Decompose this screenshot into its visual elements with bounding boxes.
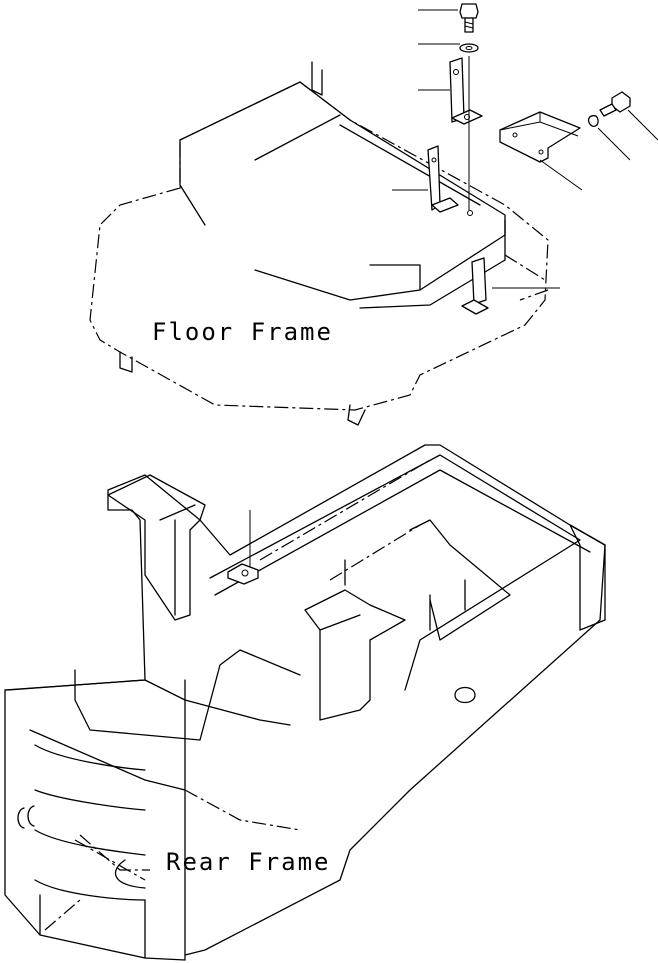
rear-frame-outer [4, 444, 606, 961]
rear-hidden-lines [44, 459, 431, 931]
rear-center-pillar [304, 589, 406, 721]
hardware-parts [449, 3, 631, 210]
floor-right-corner [504, 254, 549, 301]
floor-frame-label: Floor Frame [152, 318, 333, 346]
rear-left-column [107, 474, 206, 621]
rear-frame-assembly [4, 444, 606, 961]
rear-lower-lug [454, 686, 476, 704]
floor-bottom-lug-right [347, 404, 366, 426]
long-bracket-icon [449, 57, 465, 123]
leader-lines [249, 9, 658, 568]
floor-frame-assembly [89, 61, 549, 426]
floor-bottom-lug-left [119, 351, 133, 373]
mount-hole [467, 210, 473, 216]
rear-frame-top-rim [209, 454, 591, 691]
floor-bracket-left [427, 145, 441, 211]
rear-right-end [569, 524, 606, 631]
floor-top-tab [311, 61, 323, 96]
bolt-icon [459, 3, 479, 33]
bolt-2-icon [599, 91, 631, 117]
washer-icon [459, 43, 479, 53]
bracket-hole [431, 157, 437, 163]
rear-clamp-bracket-icon [227, 563, 259, 585]
rear-front-face [4, 679, 186, 956]
floor-box-side [179, 139, 506, 309]
floor-bracket-right-foot [461, 299, 489, 315]
rear-ce-marking [17, 805, 35, 829]
rear-frame-label: Rear Frame [166, 848, 331, 876]
rear-front-ribs [34, 744, 146, 901]
floor-bracket-right [471, 257, 487, 305]
floor-box-inner [254, 114, 481, 291]
rear-inner-wall [74, 519, 511, 741]
spring-washer-icon [587, 115, 599, 127]
floor-frame-outline [89, 81, 549, 411]
cover-plate-icon [499, 111, 581, 163]
floor-bracket-foot [431, 197, 459, 213]
